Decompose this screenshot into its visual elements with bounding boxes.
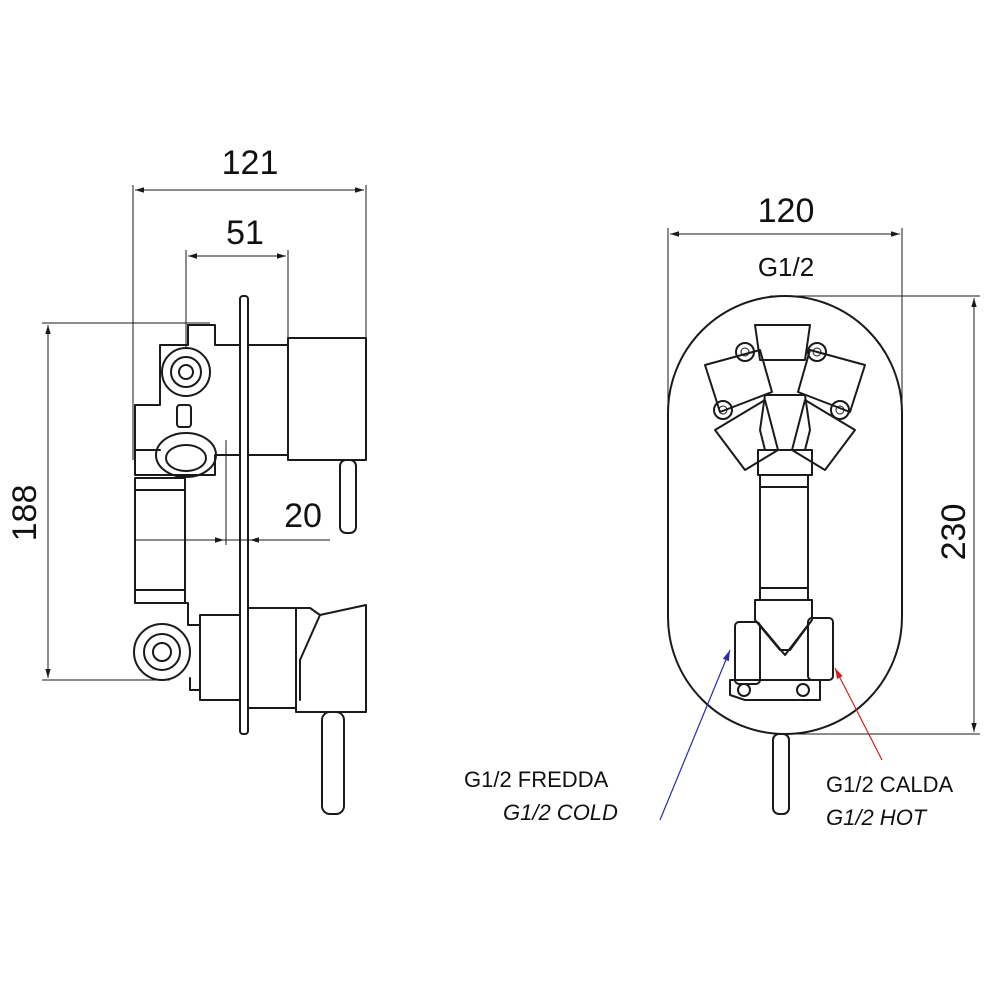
side-lower-body: [199, 614, 241, 701]
hot-label-it: G1/2 CALDA: [826, 772, 953, 797]
front-lower-body: [754, 599, 813, 651]
side-upper-handle-base: [287, 337, 367, 461]
front-vertical-pipe: [759, 474, 809, 601]
side-lower-lever: [321, 711, 345, 815]
side-lower-ring-inner: [165, 444, 207, 472]
side-valve-box: [134, 324, 189, 476]
side-middle-pin: [176, 404, 192, 428]
side-upper-inlet-mid: [170, 356, 202, 388]
front-central-hub: [759, 394, 811, 451]
inlet-labels: G1/2 FREDDA G1/2 COLD G1/2 CALDA G1/2 HO…: [464, 767, 953, 830]
side-upper-inlet-outer: [161, 347, 211, 397]
dim-text-120: 120: [758, 192, 815, 230]
dim-text-20: 20: [284, 497, 322, 535]
side-lower-ring-outer: [155, 432, 217, 478]
side-bottom-inlet-mid: [143, 633, 181, 671]
dim-text-thread: G1/2: [758, 252, 814, 282]
side-upper-lever: [339, 459, 357, 534]
side-lower-handle-body: [295, 604, 367, 713]
side-view: 121 51 20 188: [6, 144, 367, 815]
side-upper-inlet-inner: [178, 364, 194, 380]
side-bottom-inlet-inner: [152, 642, 172, 662]
side-bottom-inlet-outer: [133, 623, 191, 681]
front-top-cap: [754, 324, 811, 361]
front-view: 120 G1/2 230: [659, 192, 980, 821]
cold-label-it: G1/2 FREDDA: [464, 767, 609, 792]
front-wing-right: [797, 349, 866, 413]
side-lower-collar: [247, 607, 297, 709]
hot-arrow: [834, 667, 883, 761]
side-valve-body-upper: [187, 324, 241, 476]
dim-text-230: 230: [935, 504, 973, 561]
front-right-inlet: [807, 617, 834, 681]
front-left-inlet: [734, 621, 761, 685]
cold-arrow: [659, 649, 731, 821]
dim-text-188: 188: [6, 485, 44, 542]
front-lever: [772, 733, 790, 815]
cold-label-en: G1/2 COLD: [503, 800, 618, 825]
side-wall-plate: [239, 295, 249, 735]
front-cover-plate: [667, 295, 903, 735]
hot-label-en: G1/2 HOT: [826, 805, 928, 830]
front-lower-bracket: [729, 679, 821, 701]
side-upper-collar: [247, 344, 289, 456]
dim-text-51: 51: [226, 214, 264, 252]
dim-text-121: 121: [222, 144, 279, 182]
